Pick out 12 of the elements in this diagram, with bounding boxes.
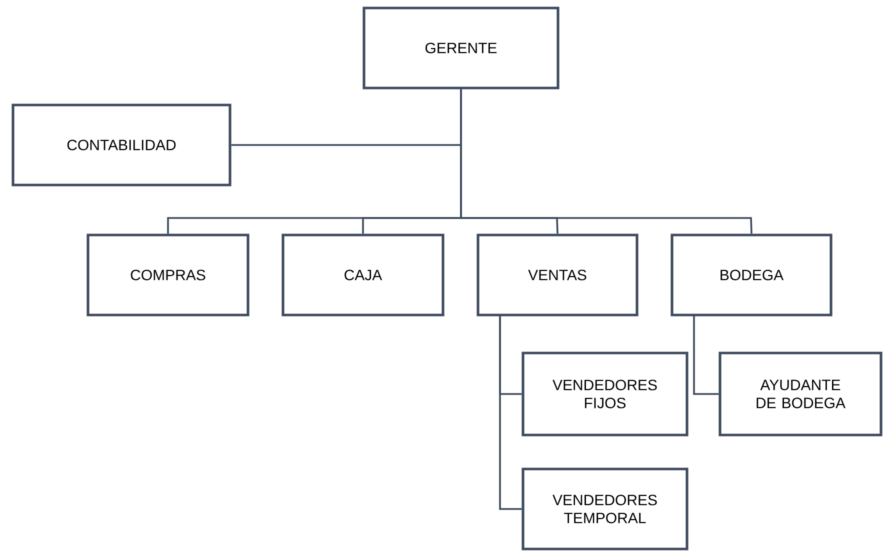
org-box: VENDEDORES FIJOS (522, 352, 688, 436)
org-box: VENTAS (476, 234, 638, 316)
connector-line (460, 89, 752, 234)
org-box: CAJA (282, 234, 444, 316)
org-box: CONTABILIDAD (12, 104, 232, 186)
org-box: COMPRAS (86, 234, 250, 316)
org-box: VENDEDORES TEMPORAL (522, 468, 688, 550)
org-box: BODEGA (670, 234, 832, 316)
connector-line (693, 315, 719, 395)
org-box: AYUDANTE DE BODEGA (718, 352, 882, 436)
org-box: GERENTE (362, 6, 560, 90)
connector-line (499, 315, 522, 510)
